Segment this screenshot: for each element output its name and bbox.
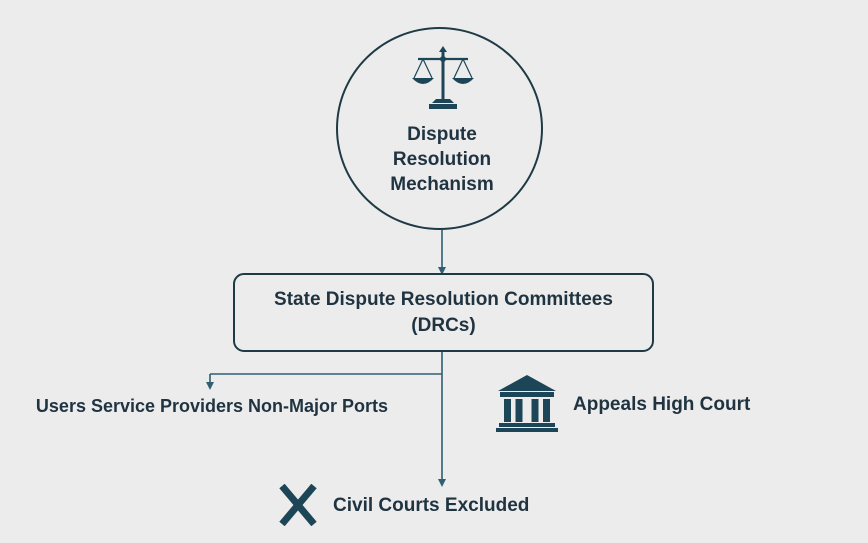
scales-of-justice-icon [412, 46, 474, 109]
root-node-label: Dispute Resolution Mechanism [390, 124, 494, 195]
drc-committee-box: State Dispute Resolution Committees (DRC… [233, 273, 654, 352]
root-circle-node [336, 27, 543, 230]
users-branch-label: Users Service Providers Non-Major Ports [35, 396, 389, 416]
drc-committee-label: State Dispute Resolution Committees (DRC… [274, 288, 613, 336]
cross-icon [279, 484, 317, 526]
excluded-branch-label: Civil Courts Excluded [333, 495, 530, 516]
courthouse-icon [496, 375, 558, 432]
appeals-branch-label: Appeals High Court [573, 394, 751, 415]
